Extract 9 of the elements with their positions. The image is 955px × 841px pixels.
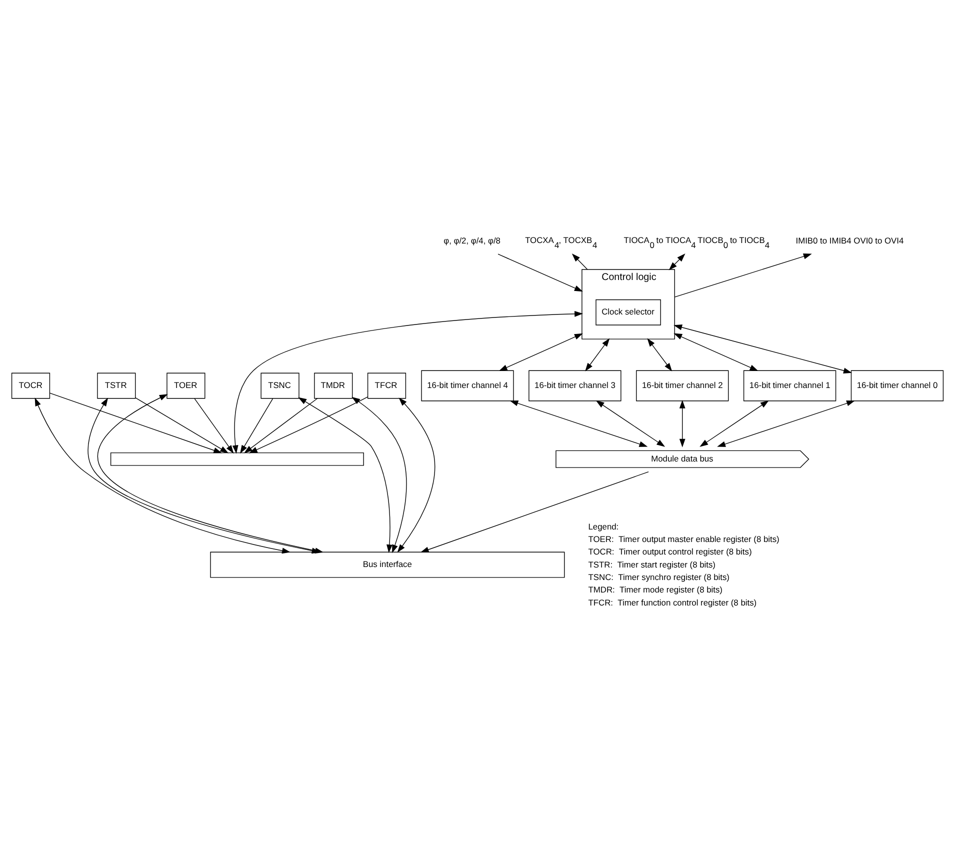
label: TOCR: Timer output control register (8 bits) — [588, 546, 752, 557]
label: TSNC: Timer synchro register (8 bits) — [588, 572, 730, 582]
label: TOER: Timer output master enable register (8 bits) — [588, 534, 780, 544]
label: TFCR: Timer function control register (8 bits) — [588, 597, 757, 608]
label: TMDR: Timer mode register (8 bits) — [588, 584, 722, 595]
label: TSTR: Timer start register (8 bits) — [588, 559, 716, 570]
node-text: IMIB0 to IMIB4 OVI0 to OVI4 — [796, 236, 904, 246]
label: Legend: — [588, 521, 619, 532]
node-text: φ, φ/2, φ/4, φ/8 — [444, 236, 500, 246]
